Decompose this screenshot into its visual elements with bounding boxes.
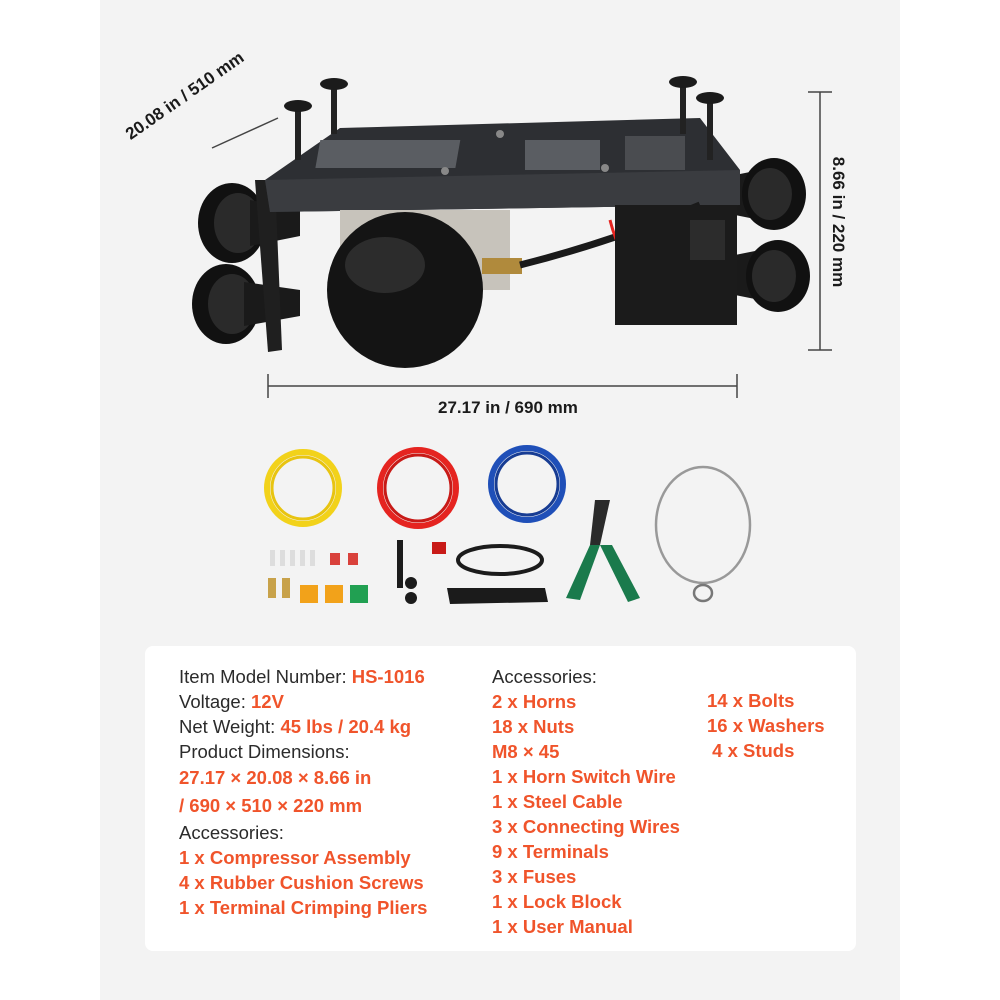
model-label: Item Model Number:	[179, 666, 352, 687]
crimping-pliers-icon	[566, 500, 640, 602]
weight-label: Net Weight:	[179, 716, 281, 737]
steel-cable-icon	[654, 465, 752, 603]
model-value: HS-1016	[351, 666, 425, 687]
accessory-item: 4 x Studs	[707, 740, 795, 761]
stud-back-left	[320, 78, 348, 134]
spec-column: Item Model Number: HS-1016 Voltage: 12V …	[179, 664, 427, 920]
horn-switch-wire-icon	[432, 542, 544, 576]
lock-block-icon	[447, 588, 548, 604]
dimensions-label: Product Dimensions:	[179, 741, 350, 762]
accessory-item: 1 x Lock Block	[492, 891, 622, 912]
bolt-nut-washer-icon	[397, 540, 417, 604]
product-illustration	[192, 76, 832, 604]
accessory-item: 1 x Compressor Assembly	[179, 847, 411, 868]
accessory-item: M8 × 45	[492, 741, 560, 762]
height-dimension-label: 8.66 in / 220 mm	[829, 156, 848, 288]
spec-card: Item Model Number: HS-1016 Voltage: 12V …	[145, 646, 856, 951]
horn-left-bottom	[192, 264, 300, 344]
accessory-item: 9 x Terminals	[492, 841, 609, 862]
accessory-item: 16 x Washers	[707, 715, 825, 736]
accessory-item: 2 x Horns	[492, 691, 577, 712]
accessory-item: 1 x Horn Switch Wire	[492, 766, 676, 787]
accessory-item: 14 x Bolts	[707, 690, 795, 711]
voltage-value: 12V	[251, 691, 284, 712]
terminals-icon	[268, 550, 358, 598]
accessories-label: Accessories:	[179, 822, 284, 843]
weight-row: Net Weight: 45 lbs / 20.4 kg	[179, 714, 427, 739]
fuses-icon	[300, 585, 368, 603]
accessory-item: 3 x Connecting Wires	[492, 816, 680, 837]
blue-wire-coil	[488, 445, 566, 523]
accessory-item: 18 x Nuts	[492, 716, 575, 737]
air-tank	[327, 212, 522, 368]
accessory-item: 4 x Rubber Cushion Screws	[179, 872, 424, 893]
mounting-plate	[265, 118, 740, 212]
yellow-wire-coil	[264, 449, 342, 527]
voltage-row: Voltage: 12V	[179, 689, 427, 714]
width-dimension-label: 27.17 in / 690 mm	[438, 398, 578, 417]
accessories-list-label: Accessories:	[492, 666, 597, 687]
accessories-column: Accessories: 2 x Horns 18 x Nuts M8 × 45…	[492, 664, 680, 939]
stud-back-right	[669, 76, 697, 134]
weight-value: 45 lbs / 20.4 kg	[280, 716, 412, 737]
voltage-label: Voltage:	[179, 691, 252, 712]
accessory-item: 1 x Terminal Crimping Pliers	[179, 897, 428, 918]
accessory-item: 3 x Fuses	[492, 866, 577, 887]
accessories-column-2: 14 x Bolts 16 x Washers 4 x Studs	[707, 688, 825, 763]
side-bracket	[255, 180, 282, 352]
dimensions-value-imperial: 27.17 × 20.08 × 8.66 in	[179, 767, 372, 788]
relay-box	[615, 205, 737, 325]
stud-front-left	[284, 100, 312, 160]
red-wire-coil	[377, 447, 459, 529]
accessory-item: 1 x Steel Cable	[492, 791, 623, 812]
dimensions-value-metric: / 690 × 510 × 220 mm	[179, 795, 363, 816]
model-row: Item Model Number: HS-1016	[179, 664, 427, 689]
stud-front-right	[696, 92, 724, 160]
depth-dimension-line	[211, 117, 279, 149]
accessory-item: 1 x User Manual	[492, 916, 633, 937]
